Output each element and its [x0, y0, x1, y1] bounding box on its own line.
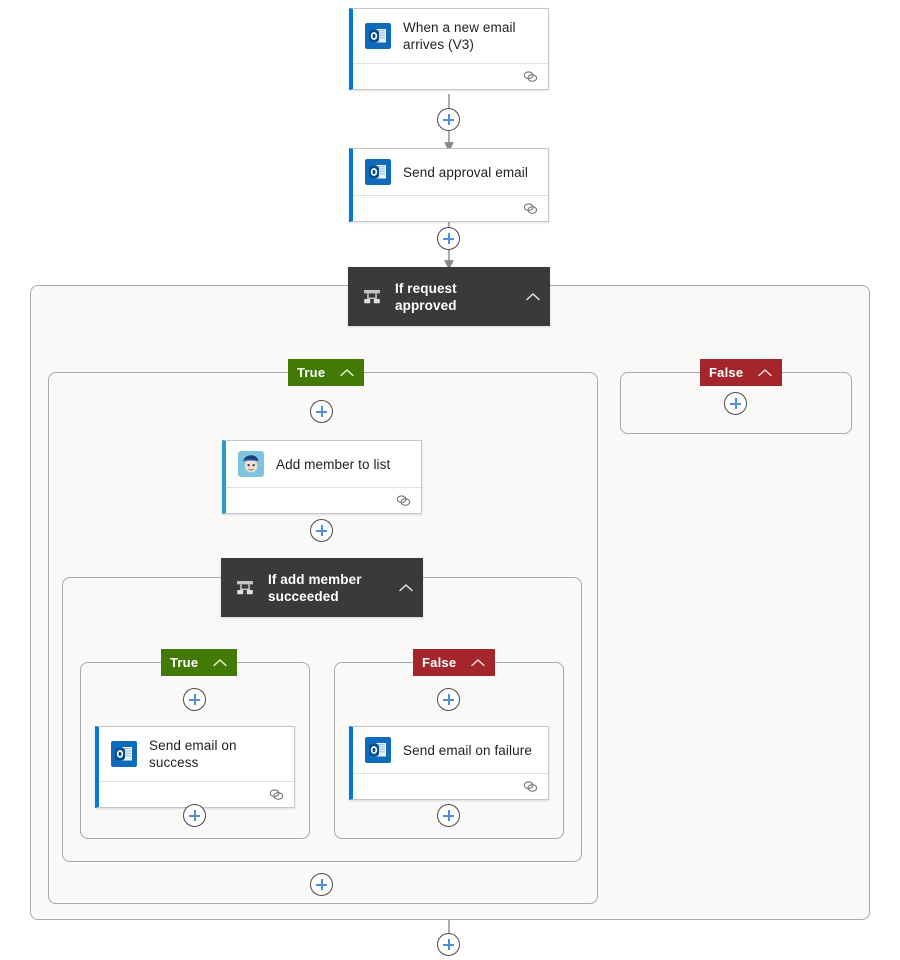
outlook-icon	[365, 23, 391, 49]
branch-label: False	[422, 655, 457, 670]
card-title: Send email on success	[149, 738, 237, 770]
add-step-after-send-approval[interactable]	[437, 227, 460, 250]
mailchimp-icon	[238, 451, 264, 477]
chevron-up-icon[interactable]	[398, 583, 414, 593]
card-title: Add member to list	[276, 456, 391, 472]
add-step-inner-true-bottom[interactable]	[183, 804, 206, 827]
branch-badge-inner-false[interactable]: False	[413, 649, 496, 676]
card-header: Add member to list	[226, 441, 421, 487]
connection-icon[interactable]	[523, 202, 538, 215]
add-step-after-trigger[interactable]	[437, 108, 460, 131]
condition-icon	[364, 289, 380, 303]
action-card-send-email-on-failure[interactable]: Send email on failure	[349, 726, 549, 800]
condition-header-if-request-approved[interactable]: If request approved	[348, 267, 550, 326]
add-step-true-branch-after-add-member[interactable]	[310, 519, 333, 542]
card-title: When a new email arrives (V3)	[403, 20, 516, 52]
card-header: Send email on failure	[353, 727, 548, 773]
branch-badge-outer-true[interactable]: True	[288, 359, 365, 386]
card-footer	[353, 773, 548, 799]
add-step-true-branch-top[interactable]	[310, 400, 333, 423]
outlook-icon	[365, 737, 391, 763]
branch-label: True	[170, 655, 199, 670]
branch-badge-outer-false[interactable]: False	[700, 359, 783, 386]
action-card-add-member-to-list[interactable]: Add member to list	[222, 440, 422, 514]
add-step-inner-false-top[interactable]	[437, 688, 460, 711]
branch-label: False	[709, 365, 744, 380]
chevron-up-icon[interactable]	[525, 292, 541, 302]
card-footer	[226, 487, 421, 513]
card-header: Send email on success	[99, 727, 294, 781]
add-step-inner-true-top[interactable]	[183, 688, 206, 711]
condition-title: If add member succeeded	[268, 571, 362, 604]
condition-icon	[237, 580, 253, 594]
add-step-true-scope-bottom[interactable]	[310, 873, 333, 896]
connection-icon[interactable]	[396, 494, 411, 507]
chevron-up-icon[interactable]	[470, 658, 486, 668]
action-card-send-email-on-success[interactable]: Send email on success	[95, 726, 295, 808]
add-step-inner-false-bottom[interactable]	[437, 804, 460, 827]
outlook-icon	[365, 159, 391, 185]
card-header: Send approval email	[353, 149, 548, 195]
condition-title: If request approved	[395, 280, 457, 313]
action-card-when-a-new-email-arrives[interactable]: When a new email arrives (V3)	[349, 8, 549, 90]
card-footer	[99, 781, 294, 807]
outlook-icon	[111, 741, 137, 767]
card-footer	[353, 63, 548, 89]
connection-icon[interactable]	[523, 70, 538, 83]
card-footer	[353, 195, 548, 221]
card-title: Send approval email	[403, 164, 528, 180]
branch-badge-inner-true[interactable]: True	[161, 649, 238, 676]
add-step-flow-bottom[interactable]	[437, 933, 460, 956]
card-header: When a new email arrives (V3)	[353, 9, 548, 63]
condition-header-if-add-member-succeeded[interactable]: If add member succeeded	[221, 558, 423, 617]
connection-icon[interactable]	[523, 780, 538, 793]
action-card-send-approval-email[interactable]: Send approval email	[349, 148, 549, 222]
chevron-up-icon[interactable]	[757, 368, 773, 378]
add-step-false-branch[interactable]	[724, 392, 747, 415]
card-title: Send email on failure	[403, 742, 532, 758]
chevron-up-icon[interactable]	[339, 368, 355, 378]
connection-icon[interactable]	[269, 788, 284, 801]
branch-label: True	[297, 365, 326, 380]
chevron-up-icon[interactable]	[212, 658, 228, 668]
